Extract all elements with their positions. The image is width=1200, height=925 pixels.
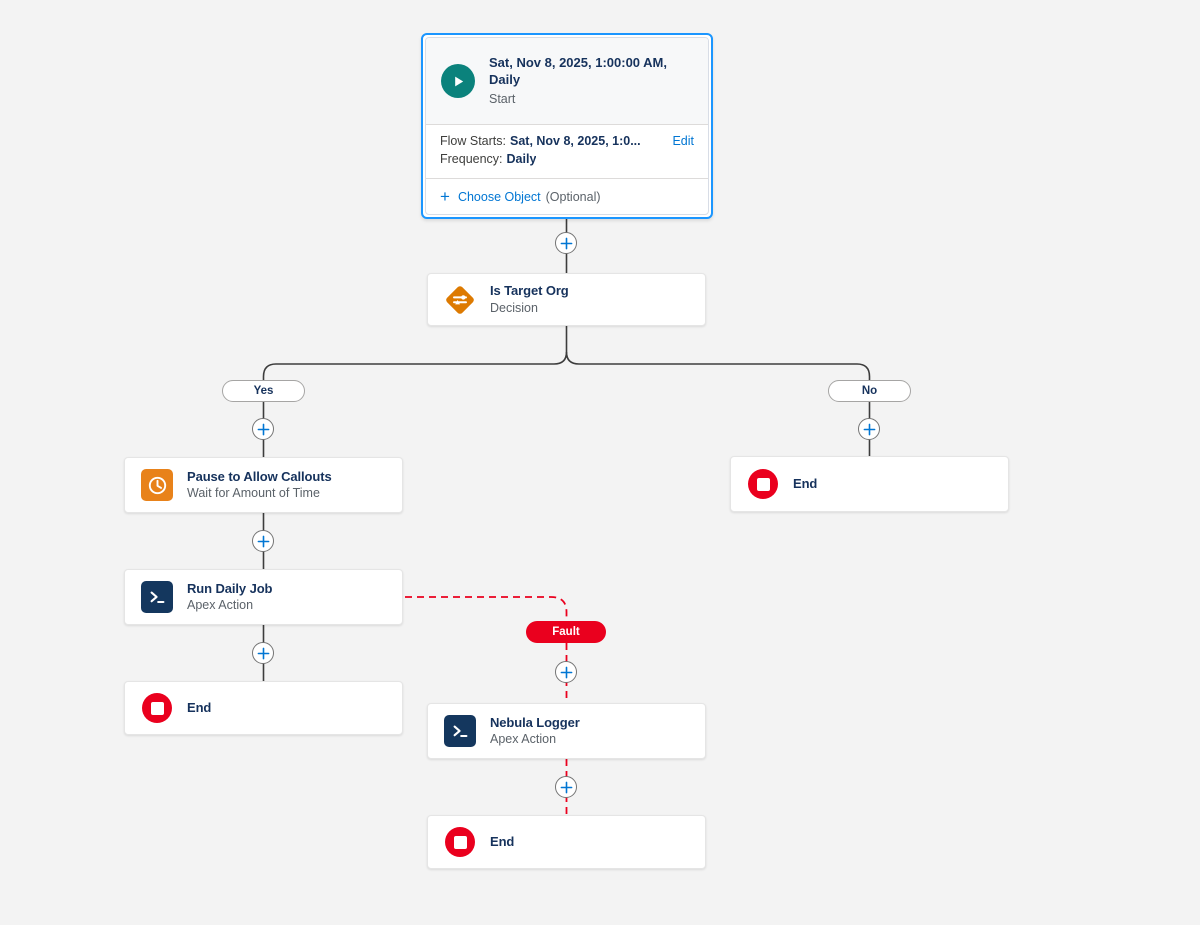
wait-node-subtitle: Wait for Amount of Time [187,486,320,501]
start-node-title: Sat, Nov 8, 2025, 1:00:00 AM, Daily [489,55,667,87]
add-element-button-after-start[interactable] [555,232,577,254]
decision-node[interactable]: Is Target Org Decision [427,273,706,326]
branch-label-yes[interactable]: Yes [222,380,305,402]
branch-label-no[interactable]: No [828,380,911,402]
apex-node-title: Run Daily Job [187,580,273,596]
connector-fault-branch [405,596,568,621]
apex-node-subtitle: Apex Action [187,598,254,613]
frequency-label: Frequency: [440,152,503,166]
frequency-value: Daily [506,152,537,166]
wait-node-title: Pause to Allow Callouts [187,468,332,484]
choose-object-link[interactable]: Choose Object [457,189,541,204]
play-icon [440,63,476,99]
end-node-title: End [793,476,818,492]
add-element-button-yes-branch[interactable] [252,418,274,440]
clock-icon [141,469,173,501]
frequency-row: Frequency: Daily [440,152,694,166]
connector-fork-right [565,351,871,381]
apex-action-node-run-daily-job[interactable]: Run Daily Job Apex Action [124,569,403,625]
decision-node-subtitle: Decision [490,300,538,315]
end-node-fault-branch[interactable]: End [427,815,706,869]
end-stop-icon [747,468,779,500]
end-stop-icon [141,692,173,724]
start-node-header: Sat, Nov 8, 2025, 1:00:00 AM, Daily Star… [426,38,708,125]
connector-fork-left [262,351,568,381]
add-element-button-fault-branch[interactable] [555,661,577,683]
plus-icon: + [440,187,450,206]
add-element-button-no-branch[interactable] [858,418,880,440]
apex-terminal-icon [444,715,476,747]
apex-node-subtitle: Apex Action [490,732,557,747]
end-stop-icon [444,826,476,858]
edit-link[interactable]: Edit [672,134,694,148]
end-node-yes-branch[interactable]: End [124,681,403,735]
start-node-details: Flow Starts: Sat, Nov 8, 2025, 1:0... Ed… [426,125,708,179]
flow-starts-row: Flow Starts: Sat, Nov 8, 2025, 1:0... Ed… [440,134,694,148]
start-node[interactable]: Sat, Nov 8, 2025, 1:00:00 AM, Daily Star… [421,33,713,219]
wait-node[interactable]: Pause to Allow Callouts Wait for Amount … [124,457,403,513]
flow-starts-label: Flow Starts: [440,134,506,148]
add-element-button-after-apex[interactable] [252,642,274,664]
apex-node-title: Nebula Logger [490,714,580,730]
apex-terminal-icon [141,581,173,613]
add-element-button-after-wait[interactable] [252,530,274,552]
decision-node-title: Is Target Org [490,283,569,299]
end-node-title: End [187,700,212,716]
optional-label: (Optional) [545,189,601,204]
choose-object-row[interactable]: + Choose Object (Optional) [426,179,708,214]
end-node-title: End [490,834,515,850]
fault-branch-badge[interactable]: Fault [526,621,606,643]
apex-action-node-nebula-logger[interactable]: Nebula Logger Apex Action [427,703,706,759]
start-node-subtitle: Start [489,91,516,106]
end-node-no-branch[interactable]: End [730,456,1009,512]
decision-icon [444,284,476,316]
add-element-button-after-logger[interactable] [555,776,577,798]
flow-starts-value: Sat, Nov 8, 2025, 1:0... [510,134,641,148]
